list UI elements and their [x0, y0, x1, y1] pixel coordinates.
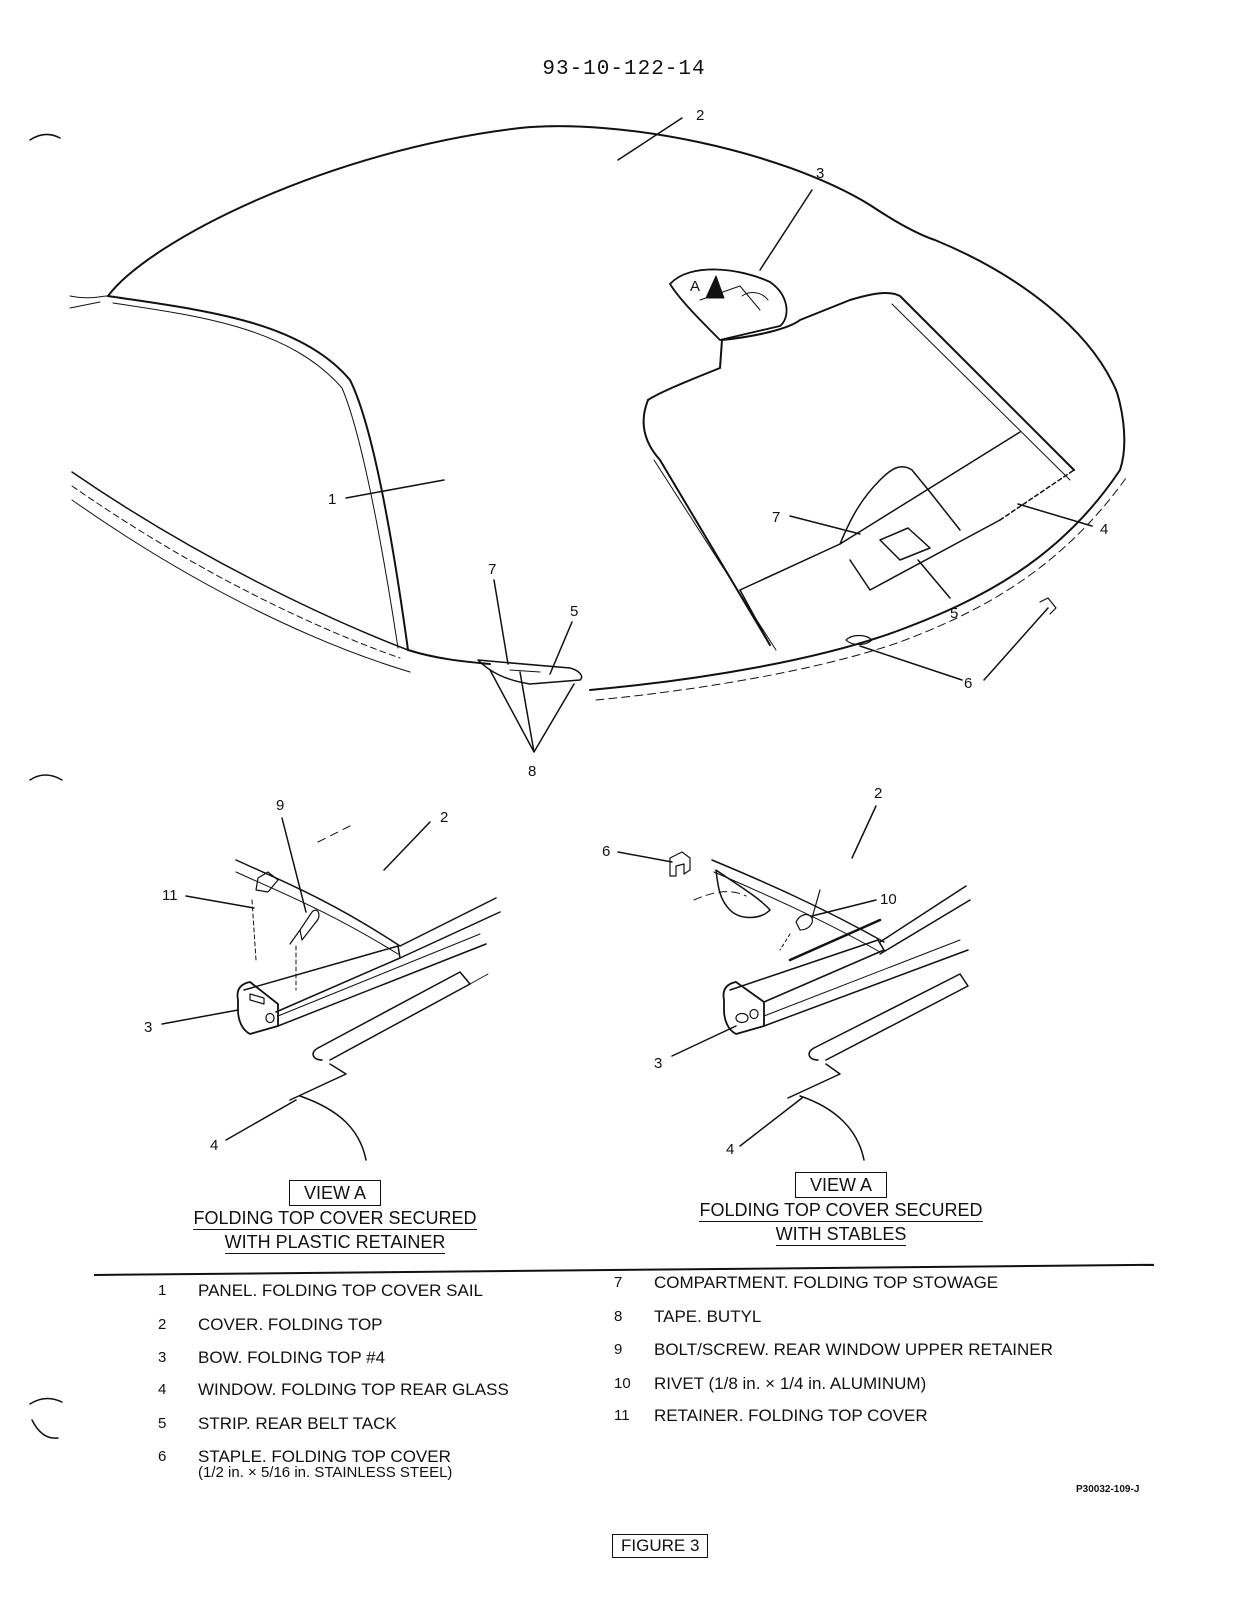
legend-text: RETAINER. FOLDING TOP COVER [654, 1406, 928, 1425]
legend-text: WINDOW. FOLDING TOP REAR GLASS [198, 1380, 509, 1399]
binding-marks [29, 133, 63, 1439]
callout-11-left: 11 [162, 887, 178, 904]
view-left-callout-labels: 9 2 11 3 4 [144, 797, 448, 1154]
legend-text: BOW. FOLDING TOP #4 [198, 1348, 386, 1367]
legend-num: 3 [158, 1349, 167, 1366]
callout-8-main: 8 [528, 763, 536, 780]
legend-text: COVER. FOLDING TOP [198, 1315, 383, 1334]
callout-3-right: 3 [654, 1055, 662, 1072]
legend-text: STRIP. REAR BELT TACK [198, 1414, 397, 1433]
callout-6-main: 6 [964, 675, 972, 692]
legend-text: PANEL. FOLDING TOP COVER SAIL [198, 1281, 483, 1300]
legend-num: 9 [614, 1341, 623, 1358]
parts-legend-right: 7 COMPARTMENT. FOLDING TOP STOWAGE 8 TAP… [614, 1274, 1134, 1444]
legend-num: 7 [614, 1274, 623, 1291]
legend-num: 11 [614, 1407, 630, 1424]
callout-10-right: 10 [880, 891, 897, 908]
drawing-code: P30032-109-J [1076, 1484, 1140, 1495]
figure-label: FIGURE 3 [612, 1534, 709, 1558]
callout-a-arrow: A [690, 278, 700, 295]
view-a-plastic-retainer [161, 817, 501, 1161]
callout-3-left: 3 [144, 1019, 152, 1036]
view-left-label: VIEW A [288, 1180, 381, 1206]
callout-6-right: 6 [602, 843, 610, 860]
view-right-callout-labels: 2 6 10 3 4 [602, 785, 897, 1158]
legend-text: TAPE. BUTYL [654, 1307, 762, 1326]
legend-text: BOLT/SCREW. REAR WINDOW UPPER RETAINER [654, 1340, 1053, 1359]
legend-num: 10 [614, 1375, 631, 1392]
callout-7-main-right: 7 [772, 509, 780, 526]
legend-num: 2 [158, 1316, 167, 1333]
callout-7-main-left: 7 [488, 561, 496, 578]
callout-2-main: 2 [696, 107, 704, 124]
view-right-label: VIEW A [794, 1172, 887, 1198]
callout-9-left: 9 [276, 797, 284, 814]
view-left-caption-line1: FOLDING TOP COVER SECURED [193, 1208, 477, 1230]
view-a-staples [617, 805, 971, 1161]
legend-text-continued: (1/2 in. × 5/16 in. STAINLESS STEEL) [198, 1464, 453, 1481]
callout-4-main: 4 [1100, 521, 1108, 538]
view-right-caption: VIEW A FOLDING TOP COVER SECURED WITH ST… [676, 1172, 1006, 1246]
legend-text: RIVET (1/8 in. × 1/4 in. ALUMINUM) [654, 1374, 927, 1393]
callout-4-left: 4 [210, 1137, 218, 1154]
main-callout-labels: 2 3 A 1 7 4 7 5 5 6 8 [328, 107, 1108, 780]
callout-5-main-left: 5 [570, 603, 578, 620]
convertible-top-main-view [69, 117, 1127, 753]
callout-1-main: 1 [328, 491, 336, 508]
view-left-caption-line2: WITH PLASTIC RETAINER [224, 1232, 446, 1254]
callout-4-right: 4 [726, 1141, 734, 1158]
legend-text: COMPARTMENT. FOLDING TOP STOWAGE [654, 1273, 999, 1292]
view-right-caption-line2: WITH STABLES [775, 1224, 907, 1246]
callout-5-main-right: 5 [950, 605, 958, 622]
legend-num: 1 [158, 1282, 167, 1299]
parts-legend-left: 1 PANEL. FOLDING TOP COVER SAIL 2 COVER.… [158, 1282, 598, 1492]
legend-text: STAPLE. FOLDING TOP COVER [198, 1447, 451, 1466]
callout-2-left: 2 [440, 809, 448, 826]
view-left-caption: VIEW A FOLDING TOP COVER SECURED WITH PL… [170, 1180, 500, 1254]
legend-num: 8 [614, 1308, 623, 1325]
view-right-caption-line1: FOLDING TOP COVER SECURED [699, 1200, 983, 1222]
legend-num: 6 [158, 1448, 167, 1465]
callout-2-right: 2 [874, 785, 882, 802]
legend-num: 4 [158, 1381, 167, 1398]
callout-3-main: 3 [816, 165, 824, 182]
legend-num: 5 [158, 1415, 167, 1432]
document-number: 93-10-122-14 [542, 58, 706, 81]
